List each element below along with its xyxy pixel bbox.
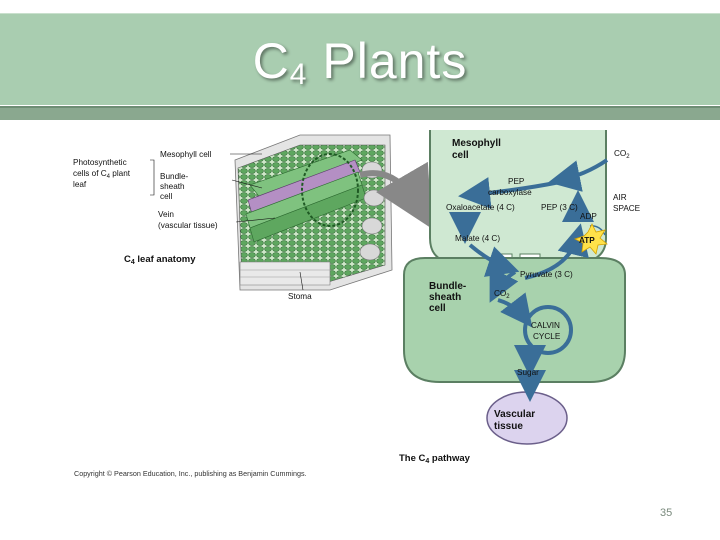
- svg-text:cells of C4 plant: cells of C4 plant: [73, 169, 131, 180]
- pep-carboxylase-label-1: PEP: [508, 177, 525, 186]
- photosynthetic-cells-sub: 4: [107, 174, 111, 180]
- vascular-tissue-label-1: Vascular: [494, 409, 535, 420]
- page-number: 35: [660, 507, 673, 519]
- bundle-sheath-cell-shape: [403, 257, 626, 383]
- title-sub: 4: [289, 58, 308, 91]
- pep-carboxylase-label-2: carboxylase: [488, 188, 532, 197]
- pathway-caption-sub: 4: [425, 458, 429, 465]
- title-main: C: [252, 33, 290, 89]
- anatomy-caption-b: leaf anatomy: [135, 254, 196, 265]
- calvin-cycle-label-2: CYCLE: [533, 332, 561, 341]
- svg-text:CO2: CO2: [494, 289, 510, 300]
- calvin-cycle-loop: [523, 305, 573, 355]
- adp-label: ADP: [580, 212, 597, 221]
- vein-label-1: Vein: [158, 210, 174, 219]
- svg-text:The C4 pathway: The C4 pathway: [399, 453, 471, 465]
- svg-text:C4 leaf anatomy: C4 leaf anatomy: [124, 254, 196, 266]
- photosynthetic-cells-label-2b: plant: [110, 169, 131, 178]
- atp-label: ATP: [579, 236, 595, 245]
- title-rest: Plants: [307, 33, 468, 89]
- mesophyll-cell-label: Mesophyll cell: [160, 150, 212, 159]
- photosynthetic-cells-label-3: leaf: [73, 180, 87, 189]
- vascular-tissue-label-2: tissue: [494, 421, 523, 432]
- pathway-caption-a: The C: [399, 453, 426, 464]
- sugar-label: Sugar: [517, 368, 539, 377]
- bundle-sheath-title-2: sheath: [429, 292, 461, 303]
- air-space-label-2: SPACE: [613, 204, 641, 213]
- svg-text:CO2: CO2: [614, 149, 630, 160]
- bundle-sheath-label-1: Bundle-: [160, 172, 188, 181]
- pep-3c-label: PEP (3 C): [541, 203, 578, 212]
- pyruvate-label: Pyruvate (3 C): [520, 270, 573, 279]
- stoma-label: Stoma: [288, 292, 312, 301]
- leaf-anatomy: [150, 134, 433, 291]
- oxaloacetate-label: Oxaloacetate (4 C): [446, 203, 515, 212]
- mesophyll-title-2: cell: [452, 150, 469, 161]
- copyright-notice: Copyright © Pearson Education, Inc., pub…: [74, 469, 307, 478]
- atp-burst: [573, 223, 608, 255]
- co2-top-label: CO: [614, 149, 626, 158]
- svg-text:Photosynthetic: Photosynthetic: [73, 158, 127, 167]
- bundle-sheath-label-3: cell: [160, 192, 172, 201]
- anatomy-caption-a: C: [124, 254, 131, 265]
- anatomy-caption-sub: 4: [131, 259, 135, 266]
- photosynthetic-cells-label-1: Photosynthetic: [73, 158, 127, 167]
- vein-label-2: (vascular tissue): [158, 221, 218, 230]
- title-bar: C4 Plants: [0, 13, 720, 105]
- title-underline-bar: [0, 106, 720, 120]
- co2-top-sub: 2: [626, 154, 630, 160]
- malate-label: Malate (4 C): [455, 234, 500, 243]
- co2-bundle-label: CO: [494, 289, 506, 298]
- air-space-label-1: AIR: [613, 193, 627, 202]
- mesophyll-title-1: Mesophyll: [452, 138, 501, 149]
- bundle-sheath-title-1: Bundle-: [429, 281, 466, 292]
- photosynthetic-cells-label-2: cells of C: [73, 169, 107, 178]
- co2-bundle-sub: 2: [506, 294, 510, 300]
- pathway-caption-b: pathway: [429, 453, 470, 464]
- c4-pathway: [403, 130, 626, 445]
- bundle-sheath-title-3: cell: [429, 303, 446, 314]
- calvin-cycle-label-1: CALVIN: [531, 321, 560, 330]
- slide-title: C4 Plants: [0, 32, 720, 92]
- bundle-sheath-label-2: sheath: [160, 182, 185, 191]
